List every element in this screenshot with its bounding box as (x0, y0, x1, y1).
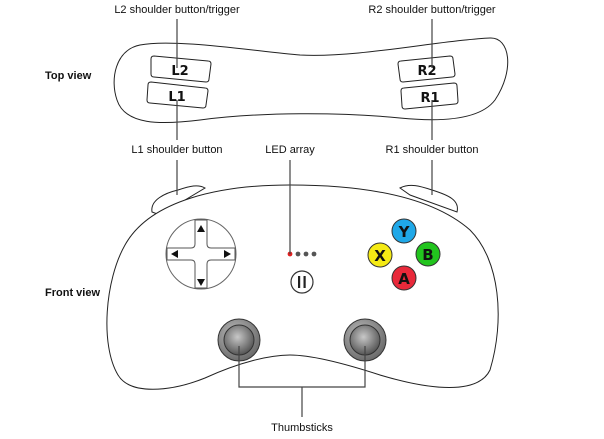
dpad-left-arrow-icon[interactable] (171, 250, 178, 258)
r1-button[interactable]: R1 (400, 82, 459, 110)
r2-button[interactable]: R2 (397, 55, 456, 83)
l1-label: L1 (168, 90, 185, 105)
led-3 (303, 251, 309, 257)
l1-bump (151, 185, 206, 216)
thumbsticks-callout: Thumbsticks (271, 422, 333, 434)
b-button[interactable]: B (415, 241, 441, 267)
led-4 (311, 251, 317, 257)
l2-button[interactable]: L2 (150, 55, 212, 83)
r1-callout: R1 shoulder button (386, 144, 479, 156)
dpad-down-arrow-icon[interactable] (197, 279, 205, 286)
dpad-cross (166, 219, 236, 289)
x-label: X (374, 247, 386, 265)
l1-button[interactable]: L1 (146, 81, 209, 109)
front-view-label: Front view (45, 287, 100, 299)
r1-label: R1 (420, 91, 439, 106)
r2-callout: R2 shoulder button/trigger (368, 4, 496, 16)
pause-icon-bar-left (298, 276, 301, 288)
y-button[interactable]: Y (391, 218, 417, 244)
dpad-up-arrow-icon[interactable] (197, 225, 205, 232)
led-callout: LED array (265, 144, 315, 156)
y-label: Y (398, 223, 411, 241)
l2-label: L2 (171, 64, 188, 79)
x-button[interactable]: X (367, 242, 393, 268)
a-label: A (398, 270, 410, 288)
top-view-outline (113, 37, 509, 124)
dpad[interactable] (165, 218, 237, 290)
top-view-label: Top view (45, 70, 92, 82)
pause-icon-bar-right (303, 276, 306, 288)
led-2 (295, 251, 301, 257)
front-view: Y X B A (45, 160, 499, 390)
top-view: L2 L1 R2 R1 Top view (45, 37, 509, 124)
a-button[interactable]: A (391, 265, 417, 291)
thumbsticks-bracket (238, 346, 366, 417)
dpad-right-arrow-icon[interactable] (224, 250, 231, 258)
pause-button[interactable] (290, 270, 314, 294)
b-label: B (422, 246, 433, 264)
r2-label: R2 (417, 64, 436, 79)
l2-callout: L2 shoulder button/trigger (114, 4, 240, 16)
face-buttons: Y X B A (367, 218, 441, 291)
l1-callout: L1 shoulder button (131, 144, 222, 156)
